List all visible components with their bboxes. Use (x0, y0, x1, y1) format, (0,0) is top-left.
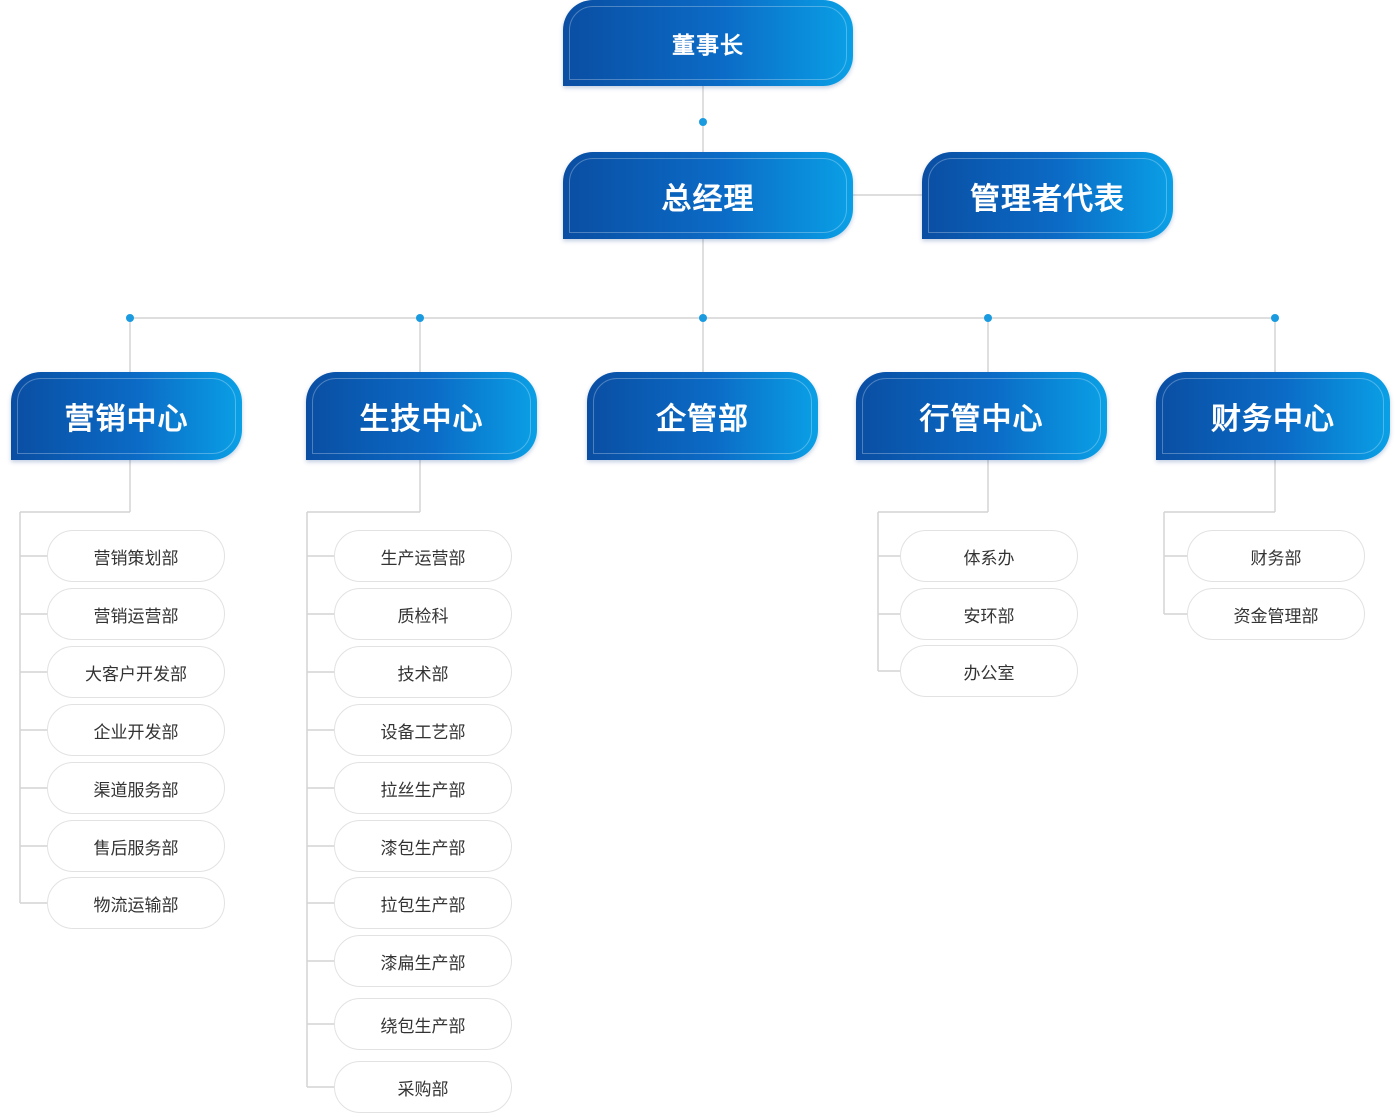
subdept-item: 拉包生产部 (334, 877, 512, 929)
department-box-enterprise-management: 企管部 (587, 372, 818, 460)
subdept-item: 采购部 (334, 1061, 512, 1113)
connector-dot (1271, 314, 1279, 322)
connector-dot (699, 314, 707, 322)
subdept-item: 营销策划部 (47, 530, 225, 582)
subdept-item: 资金管理部 (1187, 588, 1365, 640)
subdept-item: 售后服务部 (47, 820, 225, 872)
subdept-item: 企业开发部 (47, 704, 225, 756)
subdept-item: 物流运输部 (47, 877, 225, 929)
chairman-box: 董事长 (563, 0, 853, 86)
subdept-item: 设备工艺部 (334, 704, 512, 756)
subdept-item: 营销运营部 (47, 588, 225, 640)
subdept-item: 财务部 (1187, 530, 1365, 582)
subdept-item: 拉丝生产部 (334, 762, 512, 814)
subdept-item: 渠道服务部 (47, 762, 225, 814)
subdept-item: 办公室 (900, 645, 1078, 697)
connector-dot (984, 314, 992, 322)
department-box-finance: 财务中心 (1156, 372, 1390, 460)
department-box-marketing: 营销中心 (11, 372, 242, 460)
department-box-production-tech: 生技中心 (306, 372, 537, 460)
general-manager-box: 总经理 (563, 152, 853, 239)
subdept-item: 技术部 (334, 646, 512, 698)
subdept-item: 生产运营部 (334, 530, 512, 582)
subdept-item: 漆扁生产部 (334, 935, 512, 987)
subdept-item: 绕包生产部 (334, 998, 512, 1050)
subdept-item: 体系办 (900, 530, 1078, 582)
subdept-item: 漆包生产部 (334, 820, 512, 872)
department-box-administration: 行管中心 (856, 372, 1107, 460)
management-representative-box: 管理者代表 (922, 152, 1173, 239)
connector-dot (416, 314, 424, 322)
connector-dot (126, 314, 134, 322)
subdept-item: 质检科 (334, 588, 512, 640)
connector-dot (699, 118, 707, 126)
subdept-item: 安环部 (900, 588, 1078, 640)
subdept-item: 大客户开发部 (47, 646, 225, 698)
